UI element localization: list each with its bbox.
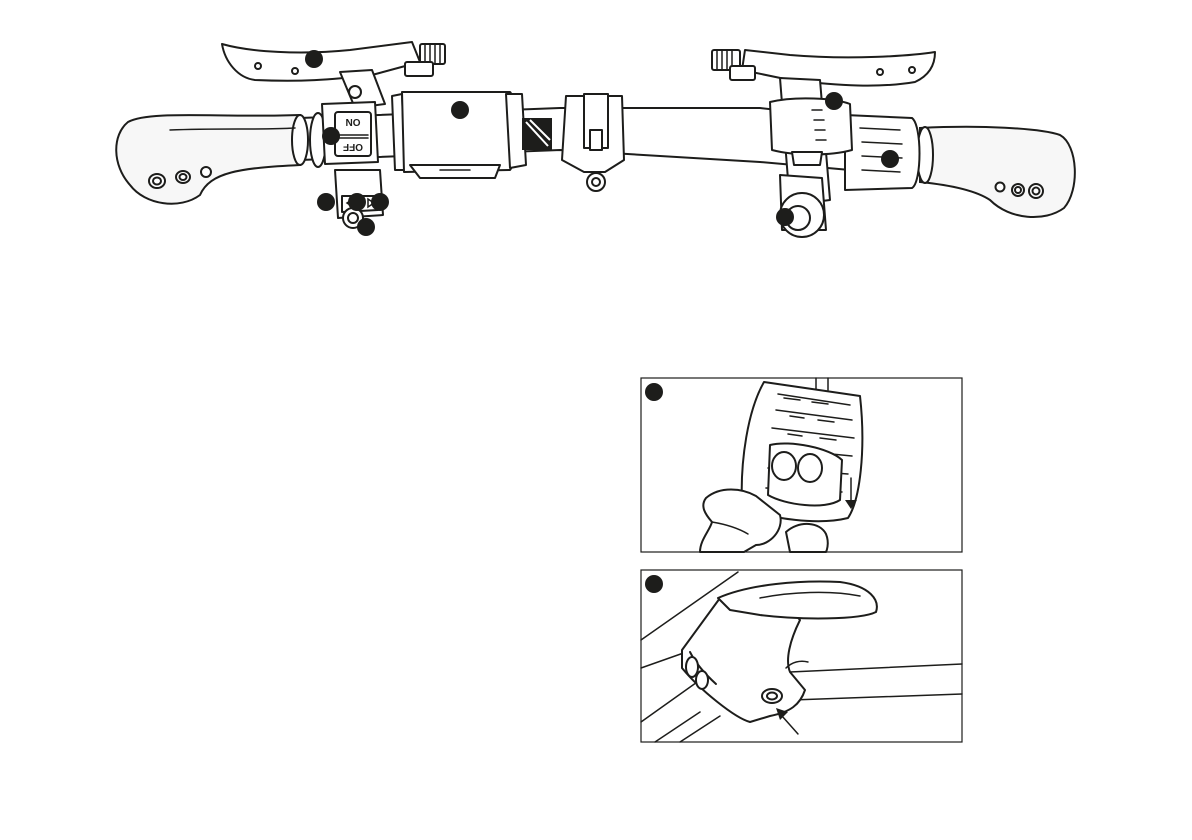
badge-throttle-grip bbox=[881, 150, 899, 168]
badge-mode-down-button bbox=[317, 193, 335, 211]
switch-on-label: ON bbox=[346, 116, 361, 127]
badge-display bbox=[825, 92, 843, 110]
switch-off-label: OFF bbox=[343, 141, 363, 152]
badge-brake-lever-left bbox=[305, 50, 323, 68]
throttle-grip bbox=[845, 115, 920, 190]
panel1-badge bbox=[645, 383, 663, 401]
left-grip bbox=[116, 113, 326, 204]
badge-power-switch bbox=[322, 127, 340, 145]
badge-light-button bbox=[357, 218, 375, 236]
badge-mode-up-button bbox=[371, 193, 389, 211]
badge-bell bbox=[776, 208, 794, 226]
detail-panel-brake-lever-screw bbox=[641, 570, 962, 742]
stem-clamp bbox=[562, 94, 624, 191]
panel2-badge bbox=[645, 575, 663, 593]
handlebar-diagram: ON OFF bbox=[116, 42, 1075, 237]
badge-phone-holder bbox=[451, 101, 469, 119]
phone-holder bbox=[392, 92, 552, 178]
bell bbox=[780, 175, 826, 237]
right-grip bbox=[917, 127, 1075, 217]
detail-panel-phone-holder-release bbox=[641, 378, 962, 552]
badge-mode-center-button bbox=[348, 193, 366, 211]
